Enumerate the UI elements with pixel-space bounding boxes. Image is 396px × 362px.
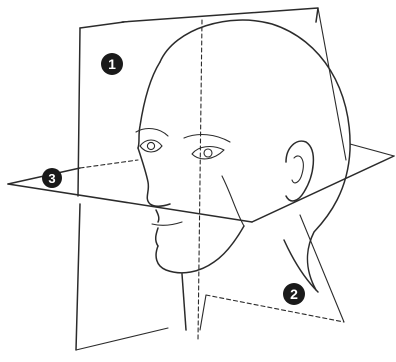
transverse-plane bbox=[8, 144, 394, 222]
marker-plane-2: 2 bbox=[283, 283, 305, 305]
right-eye bbox=[184, 135, 230, 159]
ear bbox=[286, 141, 313, 201]
marker-plane-3-label: 3 bbox=[48, 171, 55, 186]
midline bbox=[198, 20, 202, 340]
marker-plane-3: 3 bbox=[42, 168, 62, 188]
marker-plane-2-label: 2 bbox=[290, 286, 298, 302]
head-outline bbox=[138, 20, 350, 330]
left-eye bbox=[136, 129, 168, 152]
marker-plane-1: 1 bbox=[101, 53, 123, 75]
marker-plane-1-label: 1 bbox=[108, 56, 116, 72]
